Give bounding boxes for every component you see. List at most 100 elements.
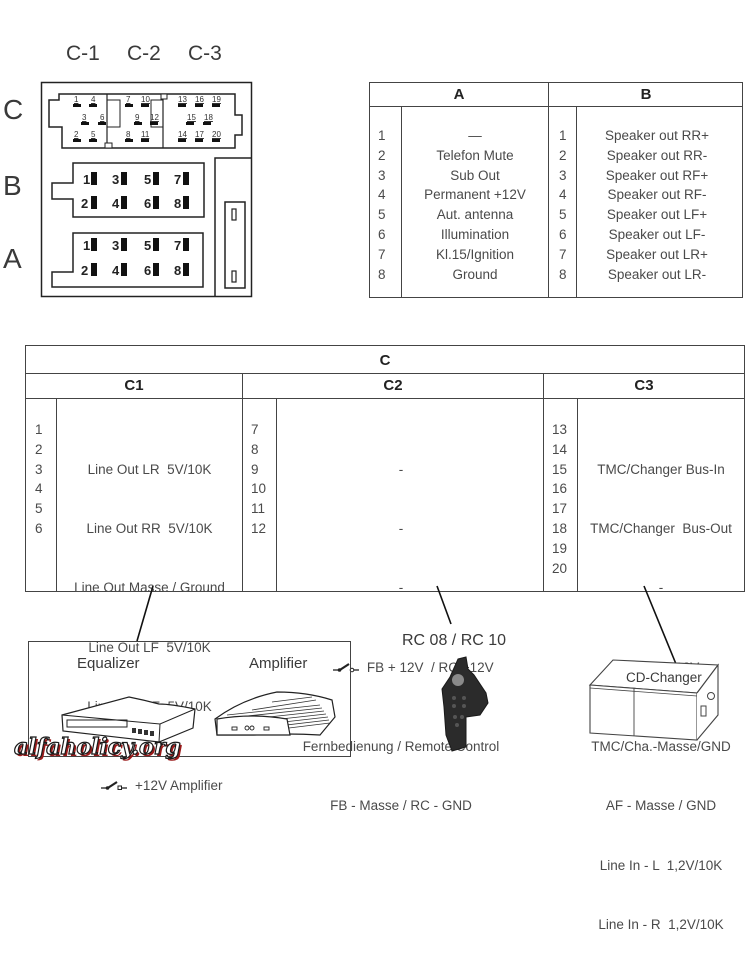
c3-row-3-pin: 15 [552,461,568,477]
b-row-2-pin: 2 [559,147,567,163]
c1-row-1-label: Line Out LR 5V/10K [87,461,212,477]
c1-row-6: +12V Amplifier [57,757,242,816]
header-c2: C2 [383,377,403,394]
pin-c16: 16 [195,95,204,104]
c1-pin-column: 1 2 3 4 5 6 [35,420,43,539]
pin-c3: 3 [82,113,87,122]
c2-row-2-pin: 8 [251,441,259,457]
c1-devices-box: Equalizer Amplifier [28,641,351,757]
c-block-outline [48,93,243,149]
pin-b1: 1 [83,172,91,187]
a-row-6-pin: 6 [378,226,386,242]
remote-label: RC 08 / RC 10 [402,632,507,649]
pin-c11: 11 [141,130,150,139]
a-row-8-pin: 8 [378,266,386,282]
b-block-outline [51,162,205,218]
pin-a4: 4 [112,263,120,278]
remote-control-icon [441,656,489,752]
table-ab: A B 1 2 3 4 5 6 7 8 — Telefon Mute Sub O… [369,82,743,298]
header-c1: C1 [124,377,144,394]
pin-c8: 8 [126,130,131,139]
c1-row-6-pin: 6 [35,520,43,536]
a-pin-column: 1 2 3 4 5 6 7 8 [378,126,386,284]
c2-row-2-label: - [398,520,404,536]
equalizer-icon [61,696,196,743]
c3-row-3-label: - [658,580,664,596]
row-label-a: A [3,243,22,274]
c1-row-5-pin: 5 [35,501,43,517]
c3-row-8-label: Line In - R 1,2V/10K [598,916,724,932]
pin-b4: 4 [112,196,120,211]
b-row-4-label: Speaker out RF- [607,187,707,203]
a-block-outline [51,232,204,288]
a-row-2-pin: 2 [378,147,386,163]
a-label-column: — Telefon Mute Sub Out Permanent +12V Au… [402,126,548,284]
c1-row-3-label: Line Out Masse / Ground [74,580,225,596]
c1-row-2-label: Line Out RR 5V/10K [86,520,213,536]
pin-c5: 5 [91,130,96,139]
b-row-6-pin: 6 [559,226,567,242]
pin-c12: 12 [150,113,159,122]
pin-c20: 20 [212,130,221,139]
column-label-c3: C-3 [188,42,222,65]
c3-pin-column: 13 14 15 16 17 18 19 20 [552,420,567,578]
c3-row-7-label: Line In - L 1,2V/10K [599,857,723,873]
pin-c14: 14 [178,130,187,139]
column-label-c2: C-2 [127,42,161,65]
c1-row-3-pin: 3 [35,461,43,477]
c3-row-7-pin: 19 [552,540,568,556]
pin-c18: 18 [204,113,213,122]
pin-b2: 2 [81,196,89,211]
c2-row-1-pin: 7 [251,422,259,437]
c3-row-5-label: TMC/Cha.-Masse/GND [591,738,731,754]
c3-row-4-pin: 16 [552,481,568,497]
equalizer-label: Equalizer [77,655,140,672]
a-row-5-label: Aut. antenna [436,207,514,223]
housing-outline [40,81,253,298]
c2-row-5-label: Fernbedienung / Remote Control [302,738,500,754]
header-b: B [640,86,652,103]
c3-row-2-label: TMC/Changer Bus-Out [590,520,732,536]
c2-row-4-pin: 10 [251,481,267,497]
c3-row-1-pin: 13 [552,422,568,437]
pin-c17: 17 [195,130,204,139]
switch-contact-icon [101,781,128,791]
c1-row-2-pin: 2 [35,441,43,457]
pin-c9: 9 [135,113,140,122]
c2-row-1-label: - [398,461,404,477]
amplifier-icon [214,691,336,736]
pin-b6: 6 [144,196,152,211]
pin-a6: 6 [144,263,152,278]
pin-c2: 2 [74,130,79,139]
c3-row-6-label: AF - Masse / GND [605,798,717,814]
pin-c15: 15 [187,113,196,122]
c1-row-4-pin: 4 [35,481,43,497]
a-row-7-pin: 7 [378,246,386,262]
a-row-4-label: Permanent +12V [424,187,526,203]
b-pin-column: 1 2 3 4 5 6 7 8 [559,126,567,284]
pin-b7: 7 [174,172,182,187]
remote-knob [452,674,464,686]
pin-c1: 1 [74,95,79,104]
a-row-3-pin: 3 [378,167,386,183]
pin-c13: 13 [178,95,187,104]
table-c-title: C [379,352,391,369]
a-row-5-pin: 5 [378,207,386,223]
b-row-3-label: Speaker out RF+ [605,167,709,183]
c1-row-6-label: +12V Amplifier [135,778,223,794]
pin-a5: 5 [144,238,152,253]
pin-c6: 6 [100,113,105,122]
pin-a8: 8 [174,263,182,278]
a-row-4-pin: 4 [378,187,386,203]
amplifier-label: Amplifier [249,655,308,672]
cd-changer-icon [588,659,720,741]
pin-c19: 19 [212,95,221,104]
a-row-2-label: Telefon Mute [436,147,514,163]
pin-a7: 7 [174,238,182,253]
table-c: C C1 C2 C3 1 2 3 4 5 6 Line Out LR 5V/10… [25,345,745,932]
c3-row-1-label: TMC/Changer Bus-In [597,461,725,477]
c3-row-2-pin: 14 [552,441,568,457]
pin-c4: 4 [91,95,96,104]
b-row-8-pin: 8 [559,266,567,282]
header-a: A [453,86,465,103]
